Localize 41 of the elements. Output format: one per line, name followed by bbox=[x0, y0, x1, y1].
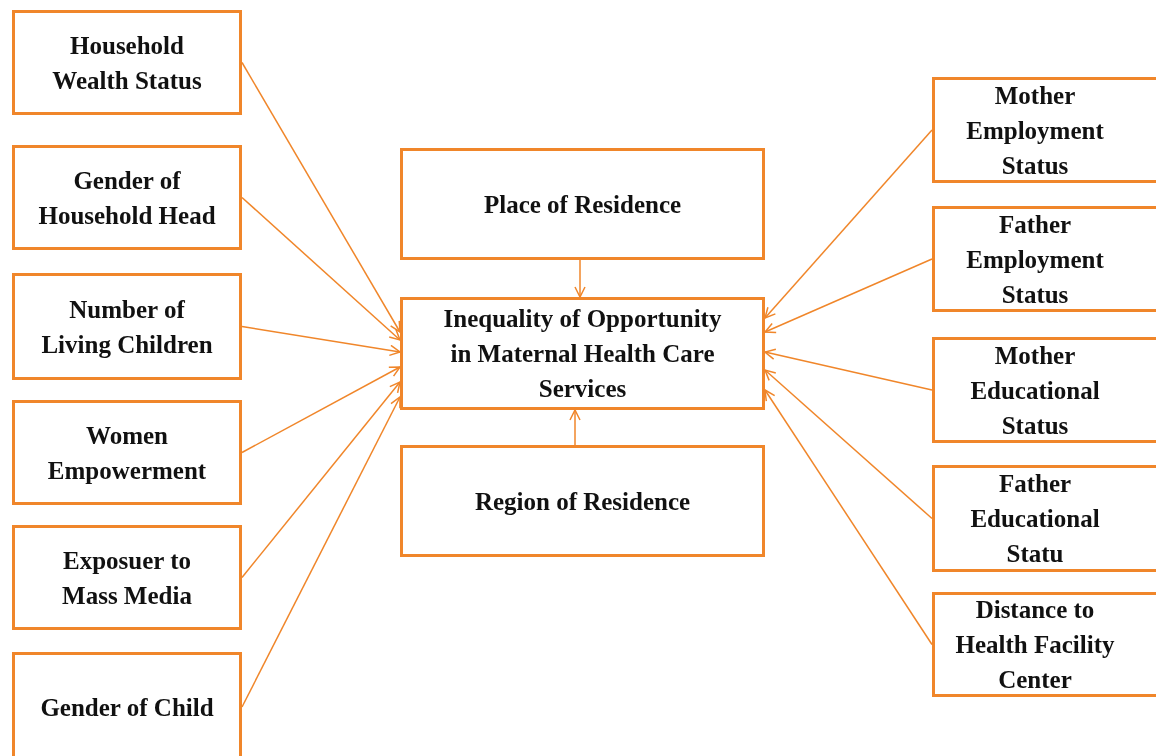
box-label: Exposuer to Mass Media bbox=[61, 545, 193, 611]
factor-box bbox=[12, 652, 242, 756]
arrow bbox=[764, 389, 933, 646]
box-label: Gender of Household Head bbox=[37, 165, 217, 231]
arrow bbox=[241, 366, 401, 454]
factor-box bbox=[12, 273, 242, 380]
factor-box bbox=[932, 465, 1156, 572]
box-label: Number of Living Children bbox=[40, 294, 214, 360]
factor-box bbox=[400, 148, 765, 260]
arrow bbox=[241, 61, 401, 333]
box-label: Household Wealth Status bbox=[51, 30, 203, 96]
box-label: Mother Employment Status bbox=[965, 80, 1105, 181]
box-label: Mother Educational Status bbox=[969, 340, 1101, 441]
arrow bbox=[764, 369, 933, 520]
arrow bbox=[574, 259, 586, 298]
factor-box bbox=[400, 445, 765, 557]
arrow bbox=[241, 325, 401, 357]
arrow bbox=[764, 129, 933, 319]
box-label: Father Employment Status bbox=[965, 209, 1105, 310]
box-label: Region of Residence bbox=[474, 486, 691, 517]
factor-box bbox=[12, 525, 242, 630]
arrow bbox=[764, 348, 933, 391]
arrow bbox=[569, 409, 581, 446]
arrow bbox=[241, 381, 401, 579]
box-label: Inequality of Opportunity in Maternal Health Care Services bbox=[442, 304, 723, 404]
box-label: Women Empowerment bbox=[46, 420, 208, 486]
factor-box bbox=[932, 77, 1156, 183]
factor-box bbox=[932, 337, 1156, 443]
factor-box bbox=[12, 400, 242, 505]
outcome-box bbox=[400, 297, 765, 410]
box-label: Gender of Child bbox=[40, 692, 214, 723]
factor-box bbox=[932, 206, 1156, 312]
box-label: Father Educational Statu bbox=[969, 469, 1101, 569]
factor-box bbox=[12, 145, 242, 250]
box-label: Distance to Health Facility Center bbox=[954, 595, 1116, 695]
box-label: Place of Residence bbox=[483, 189, 682, 220]
factor-box bbox=[932, 592, 1156, 697]
arrow bbox=[241, 396, 401, 708]
arrow bbox=[241, 196, 401, 341]
arrow bbox=[764, 258, 933, 334]
factor-box bbox=[12, 10, 242, 115]
